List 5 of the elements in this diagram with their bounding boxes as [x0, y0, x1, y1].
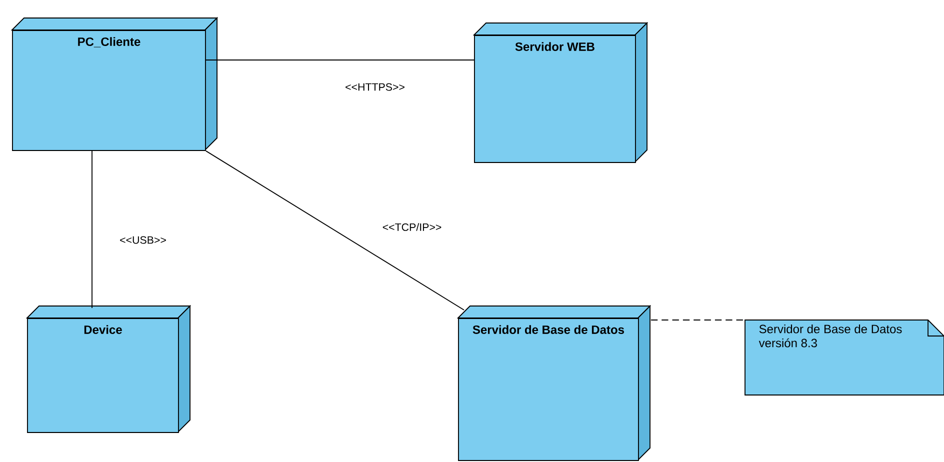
note-box: Servidor de Base de Datos versión 8.3	[744, 320, 944, 396]
connector-line	[205, 150, 464, 310]
edge-label: <<TCP/IP>>	[381, 222, 443, 232]
edge-label: <<HTTPS>>	[344, 82, 406, 92]
edge-label: <<USB>>	[118, 234, 168, 246]
